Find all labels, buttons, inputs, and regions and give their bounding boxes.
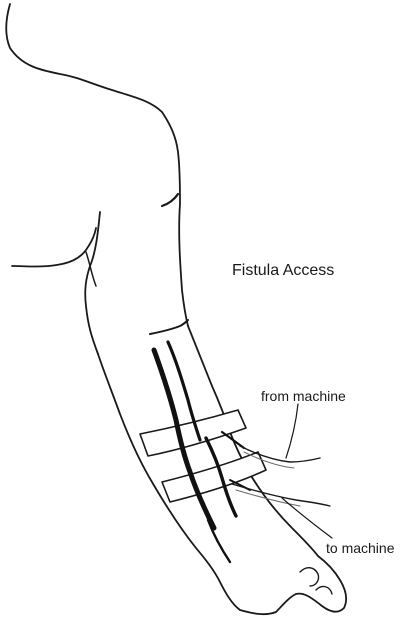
armpit-fold (86, 252, 96, 286)
tube-to-machine (236, 490, 300, 506)
upper-arm-inner-outline (85, 212, 100, 354)
elbow-crease (150, 320, 188, 334)
hand-outline (240, 556, 346, 614)
finger-curl (300, 568, 319, 586)
from-machine-label: from machine (261, 388, 346, 404)
leader-line-to (282, 498, 332, 538)
shoulder-outline (6, 4, 188, 326)
leader-line-from (286, 404, 298, 458)
vein-branch (208, 520, 230, 562)
finger-curl (316, 587, 332, 594)
chest-line (12, 228, 96, 267)
diagram-title: Fistula Access (232, 262, 334, 280)
to-machine-label: to machine (326, 540, 394, 556)
shoulder-fold (162, 194, 178, 206)
